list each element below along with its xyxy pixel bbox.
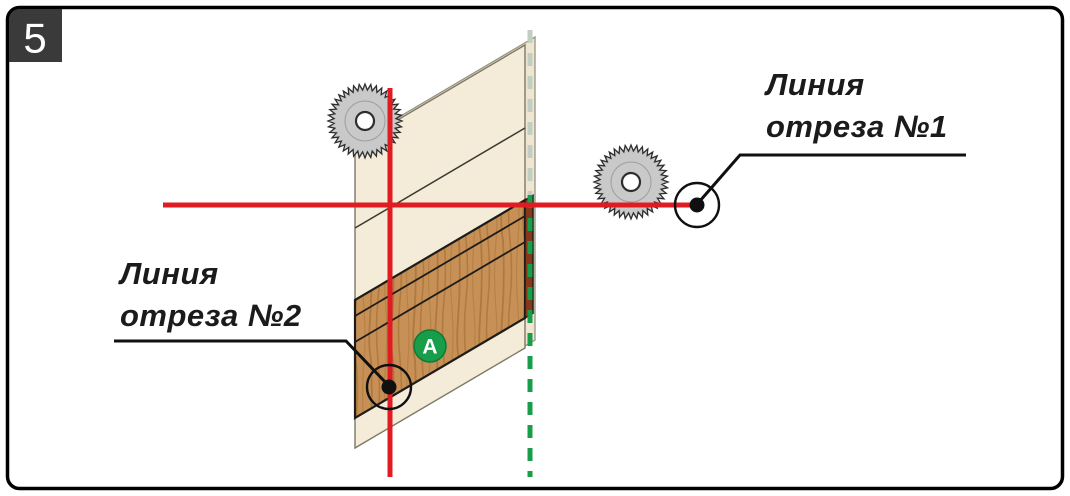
callout-1: Линия отреза №1 [673, 67, 966, 229]
panel-seam-line [354, 127, 526, 229]
callout-1-label-line-2: отреза №1 [766, 109, 948, 144]
saw-blade-icon-1 [326, 82, 404, 160]
step-number: 5 [23, 15, 46, 62]
callout-2-label-line-1: Линия [118, 256, 219, 291]
saw-blade-ring-2 [610, 161, 652, 203]
callout-2-label-line-2: отреза №2 [120, 298, 302, 333]
callout-2-ring [365, 363, 413, 411]
step-badge-background [9, 9, 62, 62]
saw-blade-icon-2 [592, 143, 670, 221]
step-badge: 5 [9, 9, 62, 62]
marker-a: A [413, 329, 447, 363]
wood-groove-line-2 [354, 241, 526, 343]
callout-1-label-line-1: Линия [764, 67, 865, 102]
callout-2-leader-line [114, 339, 389, 386]
saw-blade-hole-2 [620, 171, 642, 193]
callout-2-dot [381, 379, 397, 395]
wood-groove-line-1 [354, 215, 526, 317]
saw-blade-hole-1 [354, 110, 376, 132]
saw-blade-ring-1 [344, 100, 386, 142]
callout-1-dot [689, 197, 705, 213]
callout-2: Линия отреза №2 [114, 256, 413, 411]
marker-a-circle [413, 329, 447, 363]
callout-1-ring [673, 181, 721, 229]
callout-1-leader-line [697, 153, 966, 203]
marker-a-label: A [422, 336, 437, 359]
